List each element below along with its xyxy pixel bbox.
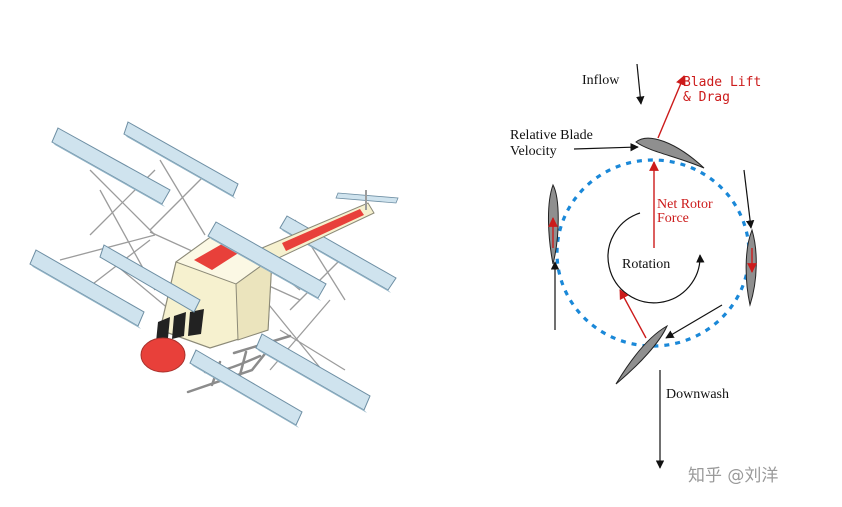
relative-velocity-arrow: [573, 143, 639, 152]
blade-lift-label-line1: Blade Lift: [683, 75, 761, 90]
inflow-label: Inflow: [582, 73, 620, 88]
bottom-blade-lift-arrow: [619, 289, 647, 339]
airfoil-bottom: [615, 324, 669, 385]
relative-velocity-label-line2: Velocity: [510, 144, 557, 159]
rotor-blade-front-1: [51, 127, 171, 207]
cyclorotor-diagram: Inflow Blade Lift & Drag Relative Blade …: [510, 63, 761, 469]
downwash-label: Downwash: [666, 387, 729, 402]
watermark-text: 知乎 @刘洋: [688, 466, 778, 486]
net-rotor-force-label-line1: Net Rotor: [657, 197, 713, 212]
rotor-blade-front-4: [207, 221, 327, 301]
blade-lift-arrow: [657, 75, 686, 139]
rotor-blade-front-6: [189, 349, 303, 428]
airfoil-right: [745, 228, 757, 307]
rotation-label: Rotation: [622, 257, 670, 272]
relative-velocity-label-line1: Relative Blade: [510, 128, 593, 143]
blade-orbit-circle: [555, 158, 751, 348]
tail-boom: [261, 190, 399, 263]
inflow-arrow: [636, 63, 645, 105]
rotor-blade-front-2: [29, 249, 145, 329]
net-rotor-force-label-line2: Force: [657, 211, 689, 226]
rotor-blade-back-1: [123, 121, 239, 199]
blade-lift-label-line2: & Drag: [683, 90, 730, 105]
fuselage: [140, 235, 274, 373]
cyclocopter-illustration: [29, 121, 399, 428]
rotor-blade-front-3: [99, 244, 201, 313]
right-blade-velocity-arrow: [743, 169, 755, 229]
rotor-blade-front-5: [255, 333, 371, 413]
airfoil-top: [635, 137, 705, 169]
bottom-blade-velocity-arrow: [665, 304, 723, 339]
